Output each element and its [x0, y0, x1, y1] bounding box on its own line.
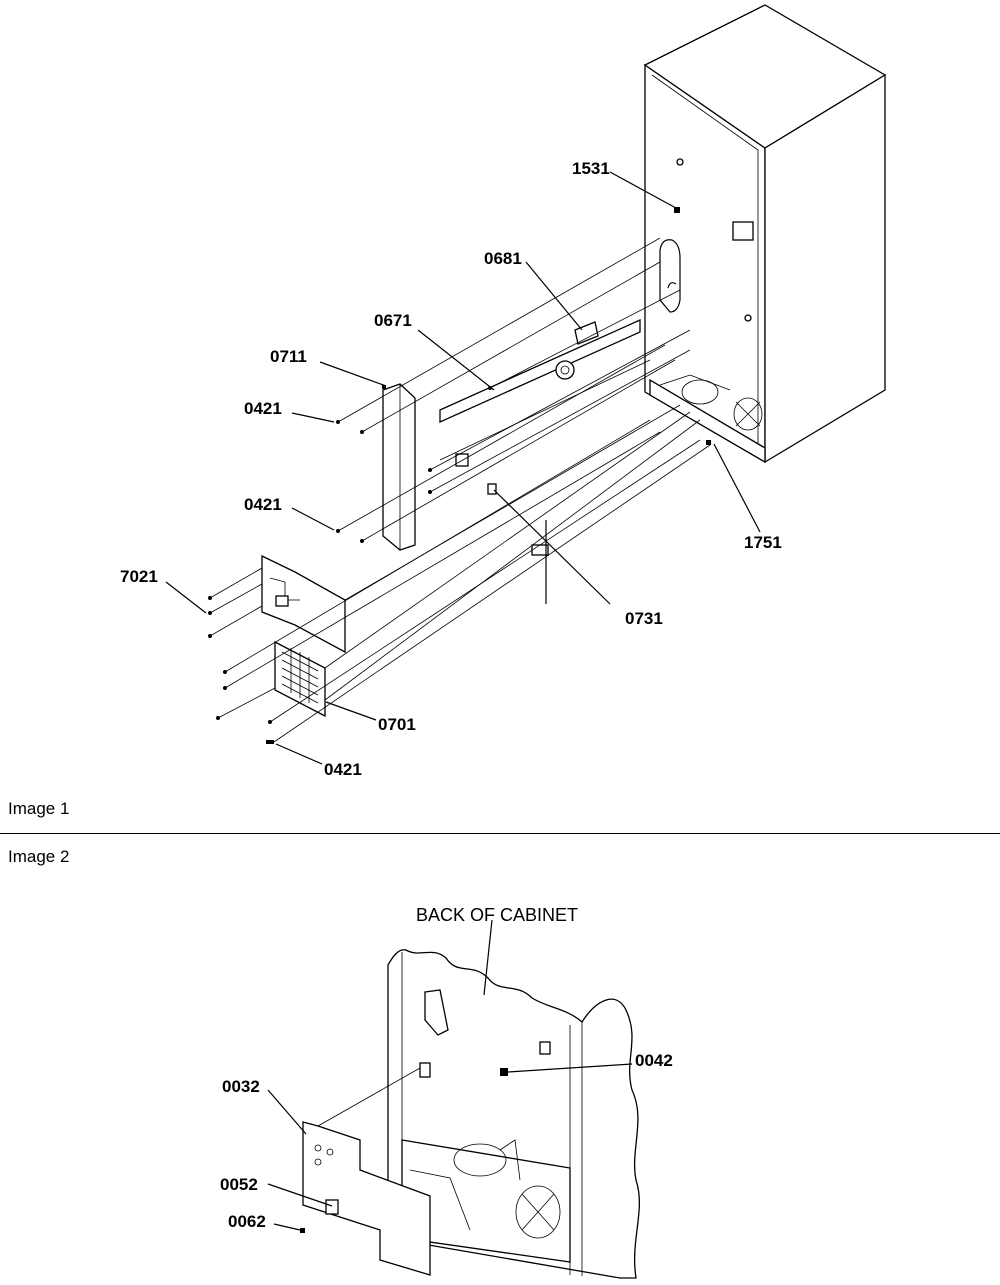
callout-0711: 0711 — [270, 347, 307, 366]
callout-0062: 0062 — [228, 1212, 266, 1231]
image1-grille-0701 — [274, 640, 326, 718]
callout-7021: 7021 — [120, 567, 158, 586]
section-label-image-1: Image 1 — [8, 799, 70, 818]
image2-control-board — [300, 1121, 431, 1276]
callout-0421-bottom: 0421 — [324, 760, 362, 779]
image1-drain-tube — [439, 318, 651, 604]
section-divider — [0, 833, 1000, 834]
image2-cabinet-back — [387, 949, 641, 1279]
callout-0421-top: 0421 — [244, 399, 282, 418]
callout-1531: 1531 — [572, 159, 610, 178]
section-label-image-2: Image 2 — [8, 847, 70, 866]
image1-front-panel — [336, 383, 416, 551]
image1-fittings — [555, 321, 599, 380]
image1-callouts: 1531 0681 0671 0711 0421 0421 1751 7021 … — [120, 159, 782, 779]
callout-0421-middle: 0421 — [244, 495, 282, 514]
image2-leader-lines — [267, 919, 633, 1231]
image2-labels: BACK OF CABINET 0042 0032 0052 0062 — [220, 905, 673, 1231]
callout-0701: 0701 — [378, 715, 416, 734]
callout-0731: 0731 — [625, 609, 663, 628]
callout-0681: 0681 — [484, 249, 522, 268]
callout-0052: 0052 — [220, 1175, 258, 1194]
image1-assembly-lines — [209, 237, 711, 743]
callout-0671: 0671 — [374, 311, 412, 330]
callout-1751: 1751 — [744, 533, 782, 552]
callout-0042: 0042 — [635, 1051, 673, 1070]
callout-0032: 0032 — [222, 1077, 260, 1096]
image1-cabinet — [643, 4, 887, 464]
caption-back-of-cabinet: BACK OF CABINET — [416, 905, 578, 925]
image1-leader-lines — [165, 171, 761, 765]
image1-bracket-7021 — [261, 554, 346, 654]
